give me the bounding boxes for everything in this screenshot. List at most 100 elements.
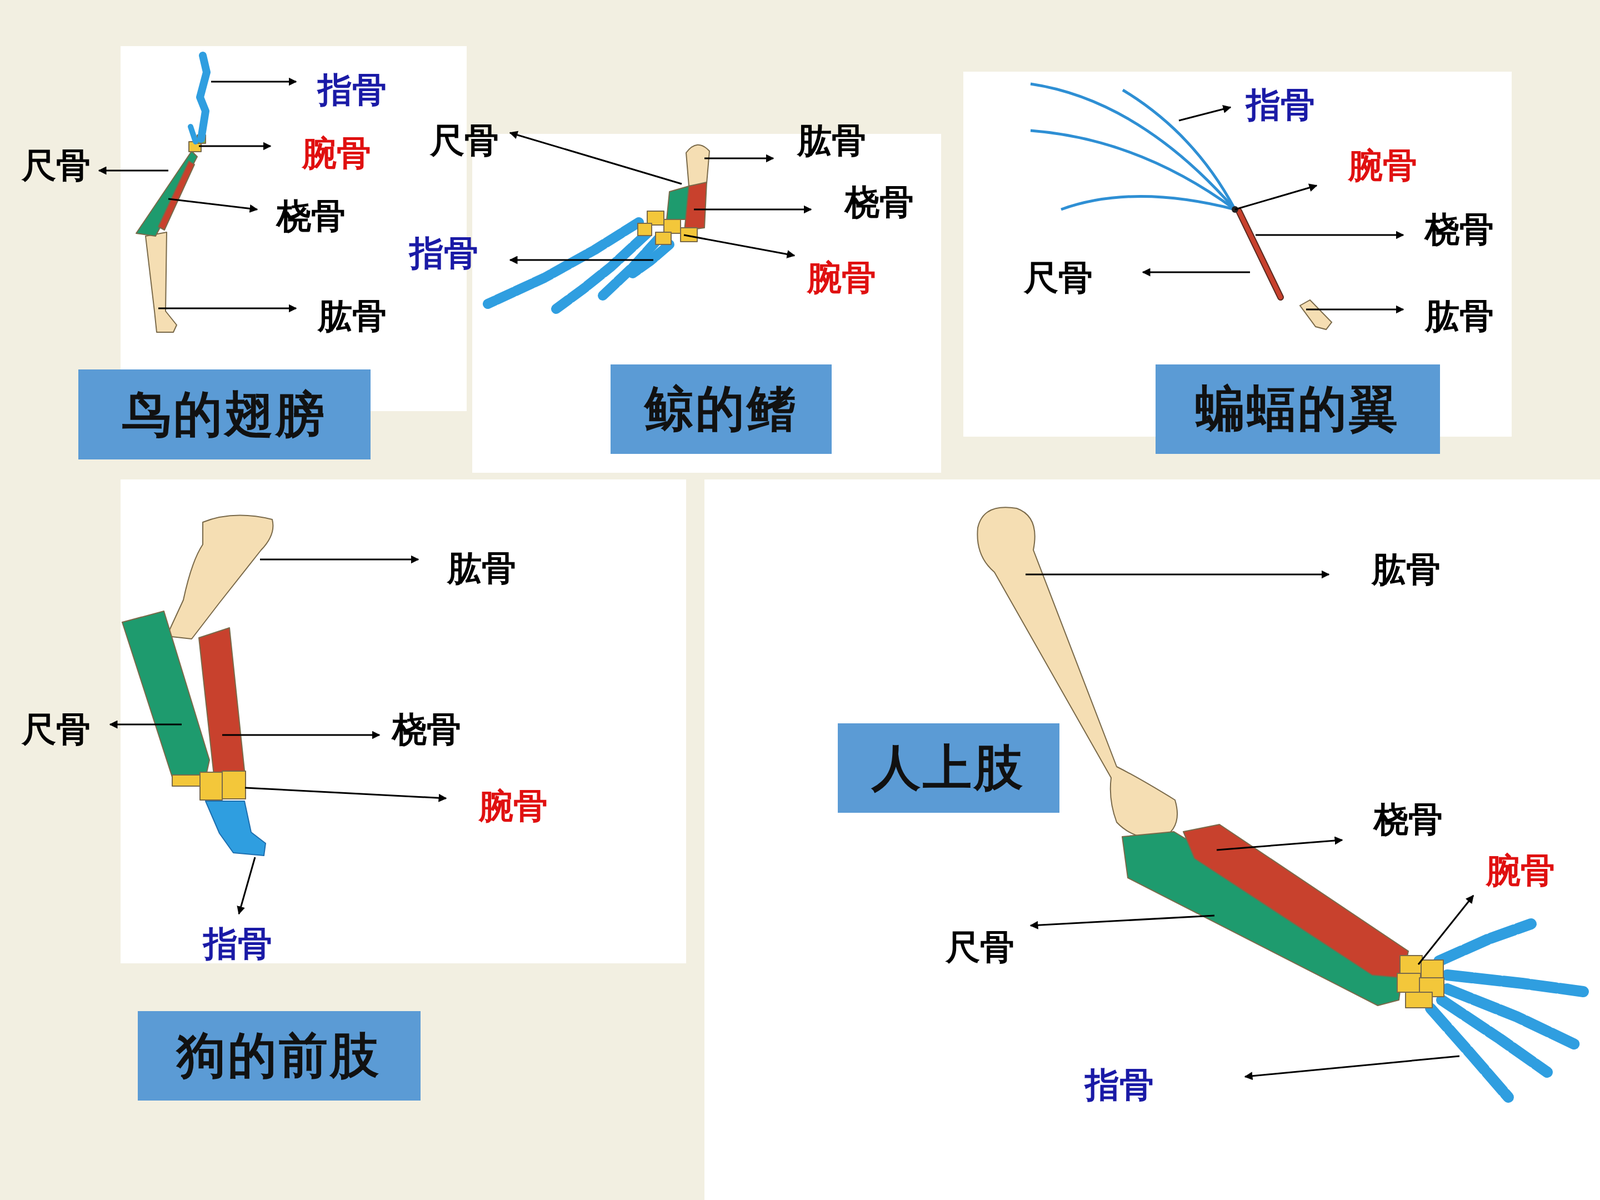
humerus [686,145,710,187]
title-box: 蝙蝠的翼 [1155,364,1440,454]
bone-label: 指骨 [1246,86,1315,124]
carpal [1405,992,1433,1008]
ulna [136,151,198,237]
bone-label: 指骨 [203,925,273,963]
leader-line [510,259,654,262]
bone-label: 尺骨 [945,928,1015,967]
leader-line [211,81,297,83]
forearm-outline [1238,211,1281,298]
leader-line [238,857,255,914]
leader-line [1255,234,1404,237]
bone-label: 肱骨 [797,121,867,160]
radius [684,182,707,231]
panel [120,46,467,412]
leader-line [1418,895,1474,965]
bone-label: 肱骨 [447,549,517,588]
leader-line [168,198,258,210]
ulna [122,611,210,786]
panel [472,133,942,473]
leader-line [510,132,682,184]
panel [120,479,687,964]
bone-label: 桡骨 [1373,800,1443,839]
bird-wing-bones [136,55,207,333]
title-box: 鸟的翅膀 [78,369,371,460]
leader-line [704,157,774,160]
phalanges [200,55,207,139]
leader-line [198,145,271,148]
radius [198,627,245,781]
phalanges [632,244,670,274]
phalanges [190,126,196,142]
bone-label: 肱骨 [1425,297,1494,335]
title-box: 狗的前肢 [137,1011,421,1101]
leader-line [1178,107,1231,121]
leader-line [1142,271,1250,274]
humerus [166,515,273,639]
bone-label: 桡骨 [276,197,346,235]
leader-line [693,208,812,211]
carpal [1400,955,1423,975]
bone-label: 尺骨 [21,710,91,749]
bone-label: 肱骨 [317,297,387,335]
leader-line [98,170,169,172]
carpal [655,232,672,245]
title-text: 鸟的翅膀 [122,387,327,442]
phalanges [1438,923,1532,962]
title-text: 狗的前肢 [176,1028,382,1083]
phalanges [1122,90,1235,210]
whale-flipper-bones [487,145,710,309]
bone-label: 指骨 [317,71,387,109]
carpal [680,227,698,242]
bone-label: 桡骨 [845,183,914,222]
leader-line [1306,308,1404,311]
carpal [222,771,246,799]
panel [704,479,1600,1200]
bone-label: 腕骨 [807,258,877,297]
phalanges [602,238,659,297]
bone-label: 桡骨 [1425,210,1494,249]
humerus [1300,300,1332,330]
leader-line [245,787,447,799]
human-arm-bones [977,507,1584,1098]
radius [1238,211,1281,298]
leader-line [222,734,380,737]
phalanges [1430,1008,1509,1098]
bone-label: 尺骨 [430,121,499,160]
leader-line [683,235,795,256]
bone-label: 尺骨 [21,146,91,185]
bone-label: 肱骨 [1371,550,1441,589]
carpal [663,219,681,234]
bone-label: 腕骨 [302,134,372,173]
leader-line [1235,185,1317,210]
bone-label: 指骨 [1085,1066,1154,1104]
bone-label: 尺骨 [1023,258,1093,297]
bone-label: 指骨 [409,234,479,273]
leader-line [158,307,297,310]
carpal [1421,960,1444,979]
leader-line [260,558,419,561]
phalanges [1030,83,1235,210]
leader-line [1030,915,1215,926]
title-box: 鲸的鳍 [610,364,832,454]
leader-lines [98,81,1474,1077]
leader-line [1216,840,1343,850]
phalanges [205,801,266,856]
carpal [1397,973,1421,993]
leader-line [110,723,182,726]
phalanges [1030,130,1235,210]
carpal [200,772,223,800]
leader-line [1025,573,1329,576]
bone-label: 腕骨 [1486,851,1555,890]
phalanges [1447,975,1584,992]
leader-line [1245,1056,1460,1077]
title-text: 蝙蝠的翼 [1195,382,1400,437]
dog-foreleg-bones [122,515,273,856]
humerus [145,232,177,333]
radius [158,161,195,230]
title-box: 人上肢 [837,723,1060,813]
title-text: 鲸的鳍 [644,382,798,437]
bone-label: 桡骨 [392,710,462,749]
bone-label: 腕骨 [1348,146,1418,185]
carpal [637,223,652,236]
